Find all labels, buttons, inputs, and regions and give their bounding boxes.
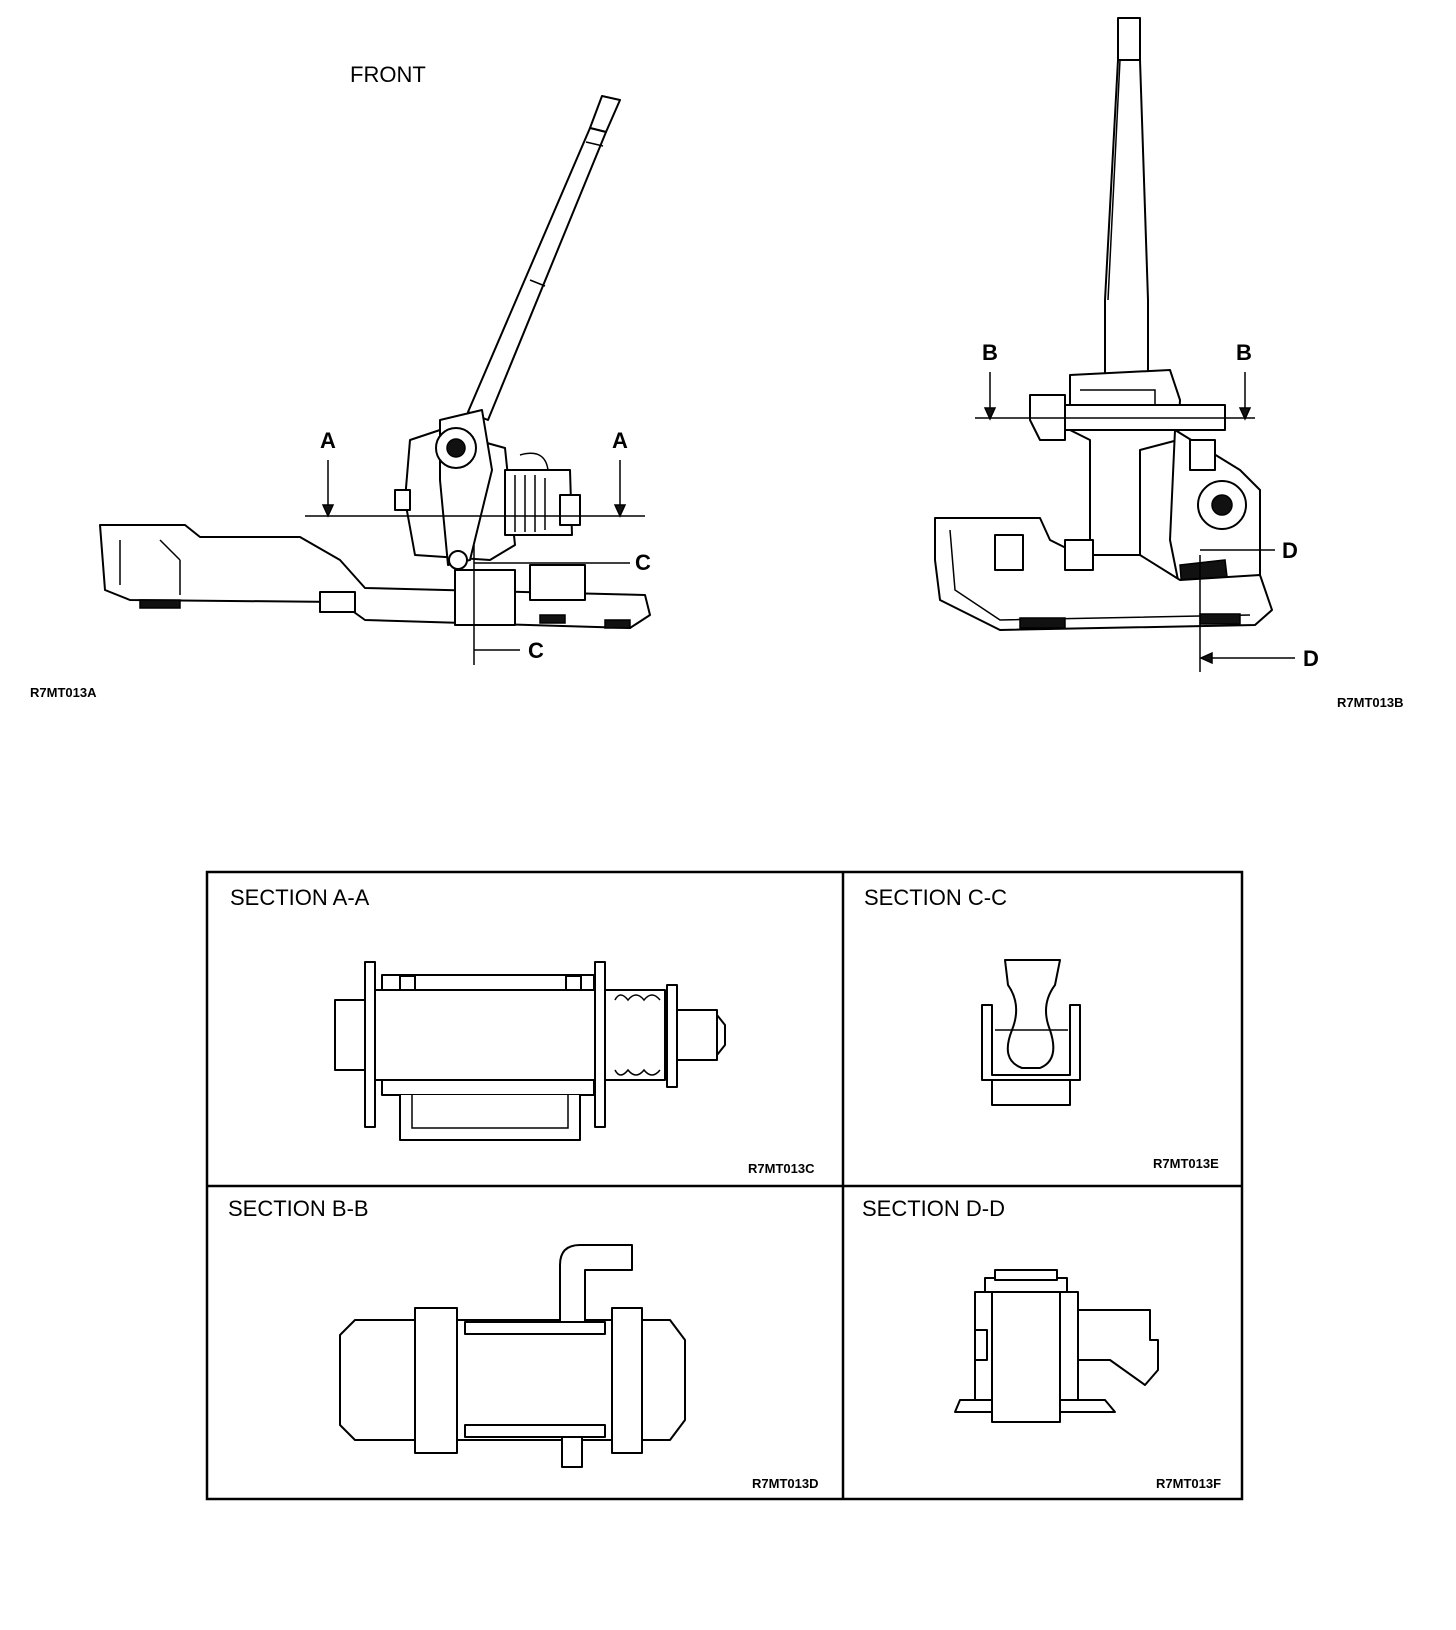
section-mark-b-right: B <box>1236 340 1252 365</box>
section-c-c-drawing <box>981 959 1081 1106</box>
section-d-d-title: SECTION D-D <box>862 1196 1005 1221</box>
section-a-a-title: SECTION A-A <box>230 885 370 910</box>
section-mark-d-lower: D <box>1303 646 1319 671</box>
section-mark-b-left: B <box>982 340 998 365</box>
nut <box>676 1009 718 1061</box>
u-bracket <box>399 1095 581 1141</box>
lever-stub <box>559 1244 633 1323</box>
pivot-shaft <box>374 989 666 1081</box>
clip <box>319 591 356 613</box>
clip-tongue <box>1004 959 1061 1069</box>
front-view-figure-code: R7MT013A <box>30 685 97 700</box>
lock-nut <box>559 494 581 526</box>
shift-lever-shaft <box>467 127 607 421</box>
side-view-figure: B B D D R7MT013B <box>934 17 1403 710</box>
section-b-b-panel: SECTION B-B R7MT013D <box>228 1196 818 1491</box>
section-mark-a-right: A <box>612 428 628 453</box>
detent-arm <box>1077 1309 1159 1386</box>
section-c-c-panel: SECTION C-C R7MT013E <box>864 885 1219 1171</box>
section-a-a-drawing <box>334 961 726 1141</box>
section-d-d-code: R7MT013F <box>1156 1476 1221 1491</box>
section-d-d-drawing <box>954 1269 1159 1423</box>
section-b-b-code: R7MT013D <box>752 1476 818 1491</box>
front-view-title: FRONT <box>350 62 426 87</box>
section-mark-c-upper: C <box>635 550 651 575</box>
mount-block <box>454 569 516 626</box>
section-mark-c-lower: C <box>528 638 544 663</box>
nut <box>339 1319 416 1441</box>
bolt-head <box>641 1319 686 1441</box>
section-a-a-code: R7MT013C <box>748 1161 815 1176</box>
section-b-b-title: SECTION B-B <box>228 1196 369 1221</box>
lever-tip <box>1117 17 1141 61</box>
clip-body <box>981 1004 1081 1081</box>
lever-tip <box>589 95 621 133</box>
spring-assembly <box>504 469 573 536</box>
pivot-shaft <box>456 1319 613 1441</box>
section-d-d-panel: SECTION D-D R7MT013F <box>862 1196 1221 1491</box>
section-b-b-drawing <box>339 1244 686 1468</box>
front-view-figure: FRONT A A <box>30 62 651 700</box>
section-mark-a-left: A <box>320 428 336 453</box>
section-grid: SECTION A-A R7MT013C SE <box>205 870 1244 1501</box>
plunger <box>991 1289 1061 1423</box>
bolt-head <box>334 999 368 1071</box>
section-c-c-code: R7MT013E <box>1153 1156 1219 1171</box>
section-mark-d-upper: D <box>1282 538 1298 563</box>
section-c-c-title: SECTION C-C <box>864 885 1007 910</box>
section-a-a-panel: SECTION A-A R7MT013C <box>230 885 815 1176</box>
lever-yoke <box>1069 369 1181 566</box>
side-view-figure-code: R7MT013B <box>1337 695 1403 710</box>
